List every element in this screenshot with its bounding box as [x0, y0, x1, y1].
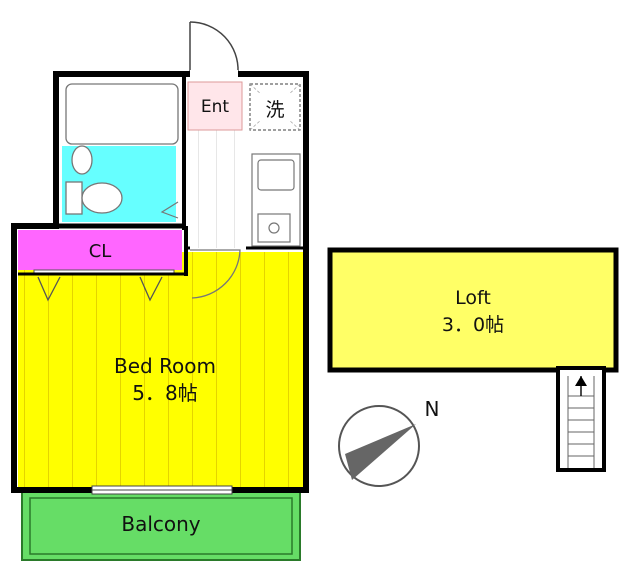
compass-north-label: N: [425, 397, 440, 421]
laundry-label: 洗: [265, 99, 284, 121]
burner: [268, 222, 280, 234]
compass-needle-icon: [345, 424, 416, 480]
closet-door-right: [139, 276, 163, 302]
walls: [11, 71, 309, 493]
bedroom-label: Bed Room: [114, 354, 216, 378]
loft: Loft 3．0帖: [327, 247, 619, 373]
loft-size: 3．0帖: [442, 314, 504, 336]
kitchen-corridor: Ent 洗: [186, 80, 306, 299]
bedroom-size: 5．8帖: [132, 381, 197, 405]
compass: N: [338, 397, 440, 487]
bathroom: [60, 78, 184, 222]
toilet-tank: [65, 181, 83, 215]
ladder: [556, 366, 606, 472]
bedroom: Bed Room 5．8帖: [18, 252, 306, 488]
stove: [257, 213, 291, 243]
bedroom-door: [190, 249, 241, 299]
kitchen-sink: [257, 159, 295, 191]
entrance: [187, 81, 243, 131]
bath-door: [160, 201, 179, 219]
balcony: Balcony: [21, 491, 301, 561]
closet-door-left: [37, 276, 61, 302]
toilet-bowl: [81, 182, 123, 214]
closet-label: CL: [89, 241, 112, 262]
front-door-gap: [190, 70, 238, 78]
balcony-label: Balcony: [121, 512, 200, 536]
sink: [71, 145, 93, 175]
bathtub: [65, 83, 179, 145]
front-door: [189, 21, 239, 74]
entrance-label: Ent: [201, 97, 230, 117]
loft-label: Loft: [455, 287, 491, 309]
